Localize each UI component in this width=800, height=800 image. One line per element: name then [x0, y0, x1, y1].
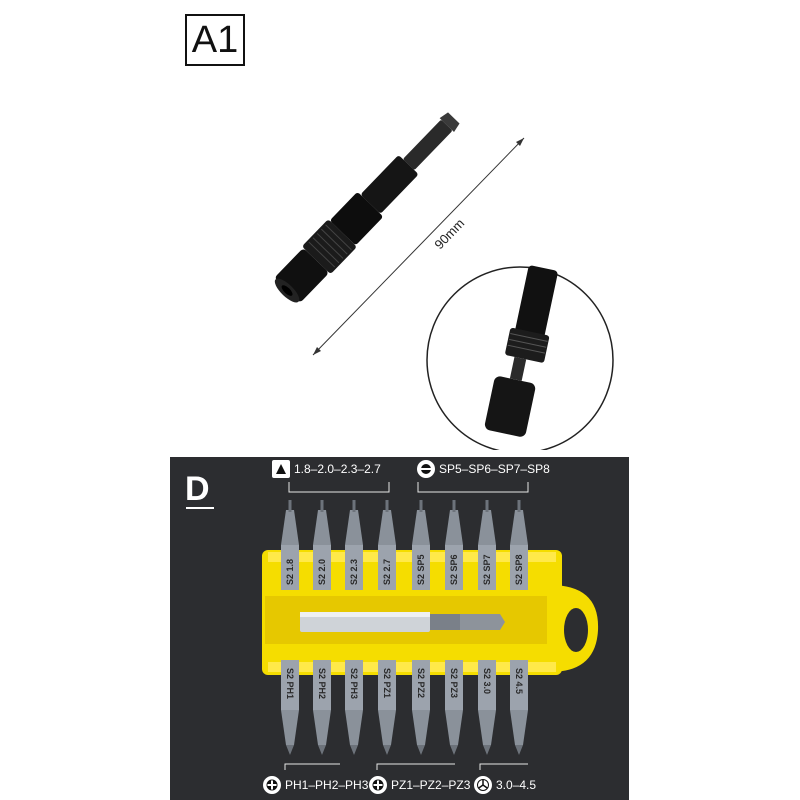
detail-circle: [426, 265, 614, 450]
bottom-bit: S2 4.5: [510, 660, 528, 755]
group-label-text: 1.8–2.0–2.3–2.7: [294, 462, 381, 476]
top-bit-label: S2 2.7: [382, 559, 392, 585]
top-bit: S2 1.8: [281, 500, 299, 590]
bottom-bit: S2 PZ3: [445, 660, 463, 755]
bottom-bit: S2 3.0: [478, 660, 496, 755]
group-label-pozidriv: PZ1–PZ2–PZ3: [369, 776, 470, 794]
bottom-bit: S2 PH3: [345, 660, 363, 755]
group-label-text: SP5–SP6–SP7–SP8: [439, 462, 550, 476]
top-bit-label: S2 SP8: [514, 554, 524, 585]
magnetic-bit-holder: [300, 612, 505, 632]
bottom-bit-label: S2 3.0: [482, 668, 492, 694]
bottom-bit-label: S2 4.5: [514, 668, 524, 694]
bottom-bit: S2 PZ2: [412, 660, 430, 755]
bottom-bit-label: S2 PZ1: [382, 668, 392, 698]
group-label-triangle: 1.8–2.0–2.3–2.7: [272, 460, 381, 478]
bottom-bit: S2 PZ1: [378, 660, 396, 755]
panel-label-d: D: [185, 470, 210, 508]
panel-label-a1: A1: [185, 14, 245, 66]
phillips-icon: [263, 776, 281, 794]
top-bit-label: S2 2.3: [349, 559, 359, 585]
top-bit-label: S2 SP6: [449, 554, 459, 585]
top-bit: S2 2.0: [313, 500, 331, 590]
top-bit-label: S2 SP7: [482, 554, 492, 585]
group-label-text: PH1–PH2–PH3: [285, 778, 369, 792]
top-bit: S2 2.3: [345, 500, 363, 590]
bit-holder-illustration: 90mm: [274, 112, 614, 450]
bottom-bit-label: S2 PH3: [349, 668, 359, 699]
triangle-icon: [272, 460, 290, 478]
tri-wing-icon: [474, 776, 492, 794]
slotted-icon: [417, 460, 435, 478]
top-bit-label: S2 1.8: [285, 559, 295, 585]
dimension-line: [312, 137, 525, 356]
bottom-bit-label: S2 PZ2: [416, 668, 426, 698]
group-label-slotted: SP5–SP6–SP7–SP8: [417, 460, 550, 478]
top-bit: S2 SP8: [510, 500, 528, 590]
top-bit: S2 2.7: [378, 500, 396, 590]
top-bit-label: S2 SP5: [416, 554, 426, 585]
top-bit: S2 SP6: [445, 500, 463, 590]
group-label-text: PZ1–PZ2–PZ3: [391, 778, 471, 792]
top-bit-label: S2 2.0: [317, 559, 327, 585]
top-bit: S2 SP7: [478, 500, 496, 590]
bottom-bit-label: S2 PH1: [285, 668, 295, 699]
bit-holder: [274, 112, 460, 303]
bottom-bit-label: S2 PZ3: [449, 668, 459, 698]
bottom-bit-label: S2 PH2: [317, 668, 327, 699]
bottom-bit: S2 PH1: [281, 660, 299, 755]
group-label-tri-wing: 3.0–4.5: [474, 776, 536, 794]
group-label-phillips: PH1–PH2–PH3: [263, 776, 368, 794]
group-label-text: 3.0–4.5: [496, 778, 537, 792]
pozidriv-icon: [369, 776, 387, 794]
bottom-bit: S2 PH2: [313, 660, 331, 755]
panel-label-underline: [186, 507, 214, 509]
top-bit: S2 SP5: [412, 500, 430, 590]
